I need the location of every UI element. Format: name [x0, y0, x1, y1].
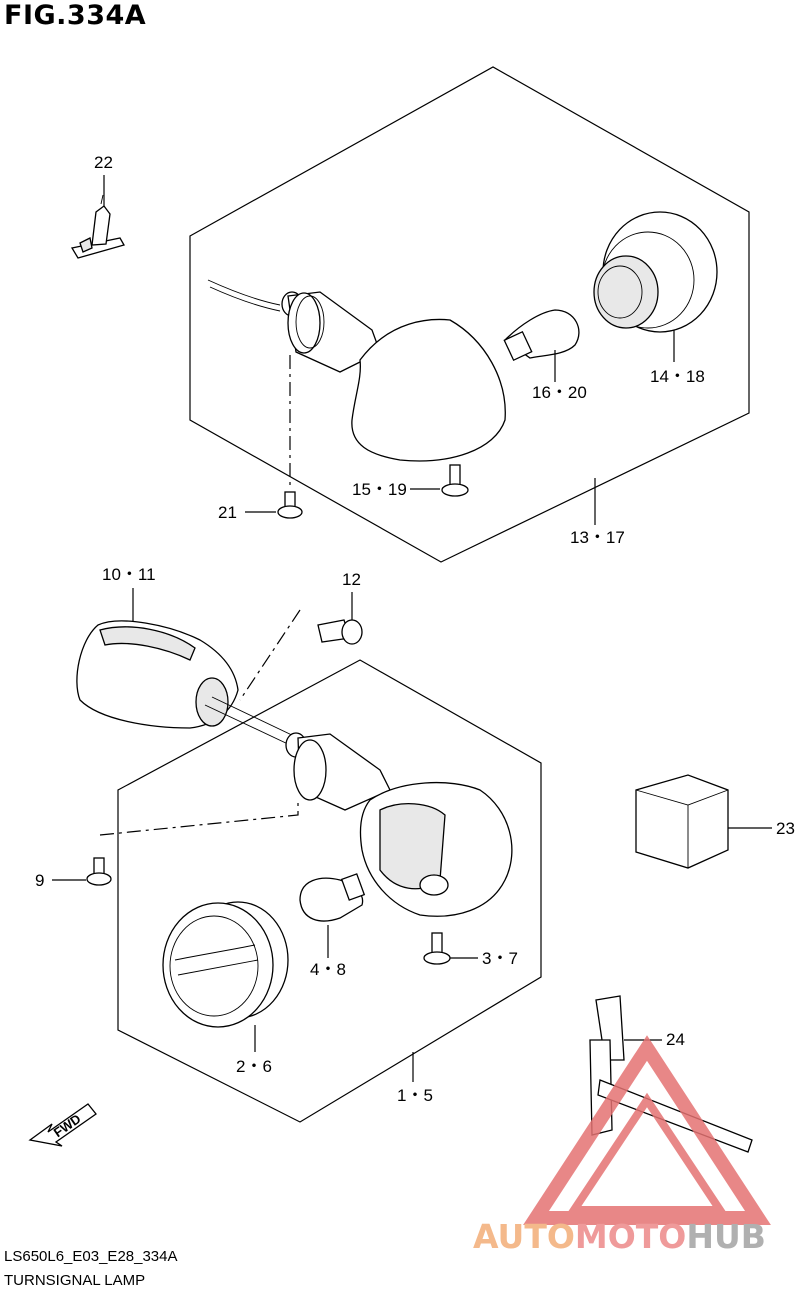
watermark-auto: AUTO [473, 1217, 575, 1256]
fwd-direction-arrow [28, 1103, 97, 1147]
assembly-frame-lower [117, 659, 542, 1123]
watermark-text: AUTOMOTOHUB [473, 1217, 766, 1256]
label-4-8: 4・8 [310, 960, 346, 979]
screw-part-15-19 [410, 464, 469, 497]
lower-lamp-housing [99, 696, 513, 917]
label-22: 22 [94, 153, 113, 172]
clip-part-22 [70, 175, 125, 259]
label-2-6: 2・6 [236, 1057, 272, 1076]
bulb-part-16-20 [503, 309, 580, 382]
screw-part-9 [52, 857, 112, 886]
figure-title: FIG.334A [4, 0, 147, 31]
bolt-part-12 [239, 592, 363, 701]
label-9: 9 [35, 871, 44, 890]
upper-lamp-housing [207, 279, 506, 462]
label-13-17: 13・17 [570, 528, 625, 547]
label-23: 23 [776, 819, 795, 838]
watermark-moto: MOTO [574, 1217, 687, 1256]
watermark-hub: HUB [686, 1217, 766, 1256]
label-10-11: 10・11 [102, 565, 156, 584]
lens-part-2-6 [162, 901, 289, 1052]
screw-part-21 [245, 355, 303, 519]
bracket-part-24 [589, 995, 753, 1153]
label-12: 12 [342, 570, 361, 589]
bulb-part-4-8 [299, 873, 366, 958]
label-3-7: 3・7 [482, 949, 518, 968]
label-15-19: 15・19 [352, 480, 407, 499]
label-14-18: 14・18 [650, 367, 705, 386]
watermark-logo-triangle [523, 1035, 771, 1225]
relay-part-23 [635, 774, 772, 869]
lens-part-14-18 [593, 211, 718, 362]
figure-caption: TURNSIGNAL LAMP [4, 1272, 146, 1289]
screw-part-3-7 [423, 932, 478, 965]
assembly-frame-upper [189, 66, 750, 563]
label-24: 24 [666, 1030, 685, 1049]
label-1-5: 1・5 [397, 1086, 433, 1105]
cover-part-10-11 [76, 588, 239, 729]
label-16-20: 16・20 [532, 383, 587, 402]
model-code: LS650L6_E03_E28_334A [4, 1248, 178, 1265]
label-21: 21 [218, 503, 237, 522]
